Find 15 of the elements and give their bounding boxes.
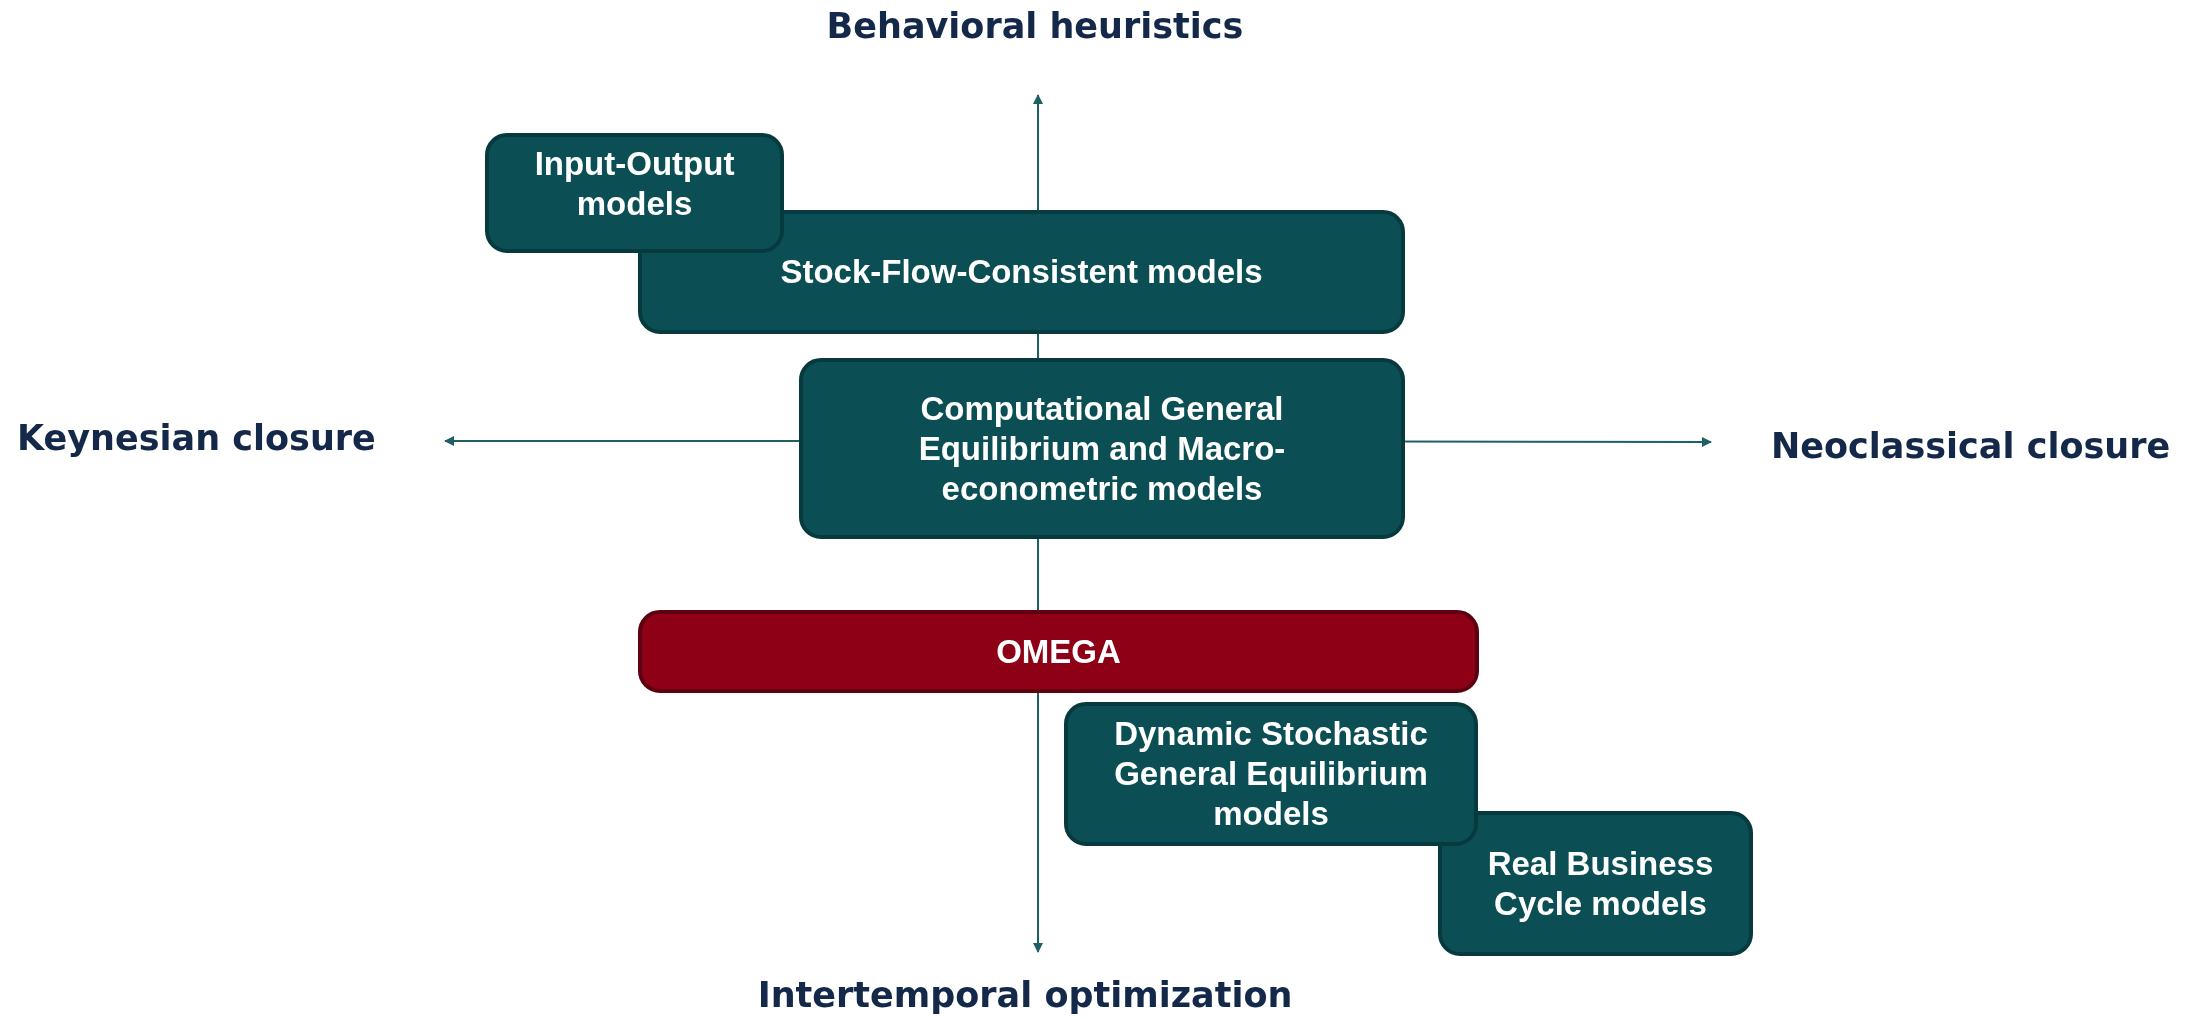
highlight-box <box>638 610 1479 693</box>
model-box <box>1064 702 1478 846</box>
model-name: Dynamic Stochastic General Equilibrium models <box>1113 714 1429 834</box>
model-box <box>1438 811 1753 956</box>
axis-label: Intertemporal optimization <box>757 975 1293 1015</box>
axis-label: Neoclassical closure <box>1771 426 2171 466</box>
model-name: Input-Output models <box>533 144 736 224</box>
model-box <box>799 358 1405 539</box>
model-name: Computational General Equilibrium and Macro-econometric models <box>917 388 1287 509</box>
axis-label: Keynesian closure <box>17 418 376 458</box>
model-name: Stock-Flow-Consistent models <box>780 252 1263 292</box>
model-box <box>485 133 784 253</box>
model-name: Real Business Cycle models <box>1486 843 1715 924</box>
axis-label: Behavioral heuristics <box>826 6 1244 46</box>
model-name: OMEGA <box>996 631 1121 672</box>
